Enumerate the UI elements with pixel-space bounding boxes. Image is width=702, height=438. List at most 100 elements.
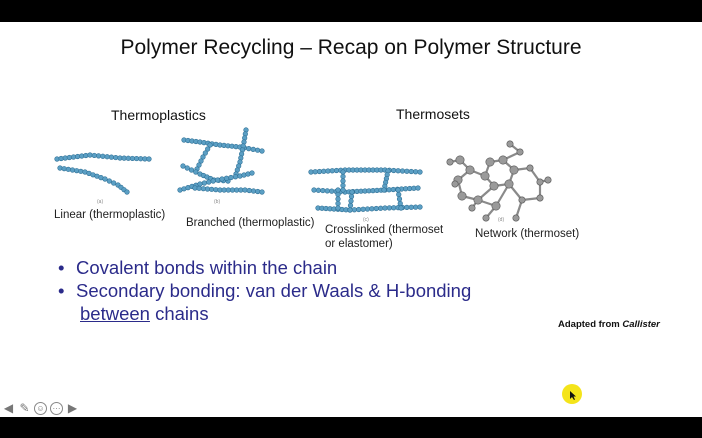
bullet-list: • Covalent bonds within the chain • Seco… bbox=[58, 256, 471, 325]
monomer-bead bbox=[335, 196, 341, 202]
highlighter-icon[interactable]: ☺ bbox=[34, 401, 47, 415]
monomer-bead bbox=[404, 168, 410, 174]
monomer-bead bbox=[348, 193, 355, 200]
monomer-bead bbox=[205, 146, 211, 152]
branched-label: Branched (thermoplastic) bbox=[186, 217, 315, 229]
monomer-bead bbox=[347, 202, 354, 209]
monomer-bead bbox=[417, 204, 423, 210]
monomer-bead bbox=[395, 168, 401, 174]
subfigure-d-label: (d) bbox=[498, 217, 504, 223]
network-label: Network (thermoset) bbox=[475, 228, 580, 240]
monomer-bead bbox=[78, 168, 84, 174]
monomer-bead bbox=[259, 189, 265, 195]
network-node bbox=[498, 155, 508, 165]
monomer-bead bbox=[417, 169, 423, 175]
monomer-bead bbox=[65, 166, 71, 172]
monomer-bead bbox=[349, 189, 355, 195]
monomer-bead bbox=[57, 165, 63, 171]
monomer-bead bbox=[100, 153, 106, 159]
monomer-bead bbox=[340, 187, 346, 193]
monomer-bead bbox=[404, 204, 410, 210]
credit-prefix: Adapted from bbox=[558, 319, 623, 330]
crosslinked-label-line2: or elastomer) bbox=[325, 238, 393, 250]
monomer-bead bbox=[395, 187, 401, 193]
monomer-bead bbox=[325, 168, 331, 174]
source-credit: Adapted from Callister bbox=[558, 319, 660, 330]
laser-pointer-highlight bbox=[562, 384, 582, 404]
subfigure-a-label: (a) bbox=[97, 199, 103, 205]
monomer-bead bbox=[360, 206, 366, 212]
linear-label: Linear (thermoplastic) bbox=[54, 209, 166, 221]
network-node bbox=[457, 191, 467, 201]
top-letterbox-bar bbox=[0, 0, 702, 22]
monomer-bead bbox=[180, 163, 186, 169]
crosslinked-label: Crosslinked (thermoset or elastomer) bbox=[325, 223, 443, 251]
network-node bbox=[482, 214, 490, 222]
subfigure-c-label: (c) bbox=[363, 217, 369, 223]
network-node bbox=[480, 171, 490, 181]
monomer-bead bbox=[113, 154, 119, 161]
monomer-bead bbox=[104, 154, 110, 160]
monomer-bead bbox=[316, 168, 323, 175]
pen-icon[interactable]: ✎ bbox=[19, 400, 30, 415]
network-node bbox=[536, 194, 544, 202]
network-node bbox=[468, 204, 476, 212]
monomer-bead bbox=[315, 187, 322, 193]
bullet-dot-icon: • bbox=[58, 280, 65, 301]
monomer-bead bbox=[320, 187, 326, 194]
network-node bbox=[512, 214, 520, 222]
monomer-bead bbox=[397, 200, 403, 207]
menu-circle-icon[interactable]: ··· bbox=[50, 401, 63, 415]
monomer-bead bbox=[335, 200, 341, 207]
monomer-bead bbox=[386, 205, 392, 211]
network-polymer-diagram bbox=[446, 140, 552, 222]
monomer-bead bbox=[335, 187, 341, 193]
network-node bbox=[504, 179, 514, 189]
monomer-bead bbox=[396, 196, 403, 202]
network-node bbox=[446, 158, 454, 166]
monomer-bead bbox=[124, 189, 130, 195]
network-node bbox=[536, 178, 544, 186]
monomer-bead bbox=[198, 158, 204, 164]
monomer-bead bbox=[312, 169, 318, 175]
monomer-bead bbox=[378, 205, 384, 211]
arrow-right-icon[interactable]: ▶ bbox=[67, 400, 78, 415]
monomer-bead bbox=[184, 165, 190, 171]
monomer-bead bbox=[340, 178, 346, 184]
monomer-bead bbox=[311, 187, 317, 193]
monomer-bead bbox=[329, 168, 335, 174]
cursor-arrow-icon bbox=[570, 391, 576, 400]
monomer-bead bbox=[201, 180, 207, 186]
branched-polymer-diagram bbox=[177, 127, 265, 195]
monomer-bead bbox=[197, 181, 203, 187]
monomer-bead bbox=[391, 205, 397, 211]
monomer-bead bbox=[321, 168, 327, 174]
monomer-bead bbox=[308, 169, 314, 175]
monomer-bead bbox=[408, 168, 414, 175]
arrow-left-icon[interactable]: ◀ bbox=[3, 400, 14, 415]
bullet-continuation: between chains bbox=[58, 302, 471, 325]
monomer-bead bbox=[207, 142, 213, 148]
network-node bbox=[491, 201, 501, 211]
monomer-bead bbox=[215, 177, 221, 183]
slide-title: Polymer Recycling – Recap on Polymer Str… bbox=[120, 36, 582, 59]
network-node bbox=[455, 155, 465, 165]
monomer-bead bbox=[250, 188, 257, 194]
monomer-bead bbox=[335, 191, 341, 198]
monomer-bead bbox=[398, 205, 404, 211]
monomer-bead bbox=[340, 182, 346, 189]
monomer-bead bbox=[413, 169, 419, 175]
monomer-bead bbox=[348, 198, 354, 204]
monomer-bead bbox=[335, 205, 341, 211]
bullet-item: • Covalent bonds within the chain bbox=[58, 256, 471, 279]
monomer-bead bbox=[250, 146, 256, 152]
bullet-dot-icon: • bbox=[58, 257, 65, 278]
network-node bbox=[465, 165, 475, 175]
monomer-bead bbox=[249, 170, 255, 176]
monomer-bead bbox=[329, 188, 335, 194]
network-node bbox=[473, 195, 483, 205]
monomer-bead bbox=[333, 167, 340, 174]
thermosets-heading: Thermosets bbox=[396, 106, 470, 122]
monomer-bead bbox=[399, 168, 406, 174]
monomer-bead bbox=[242, 187, 248, 193]
